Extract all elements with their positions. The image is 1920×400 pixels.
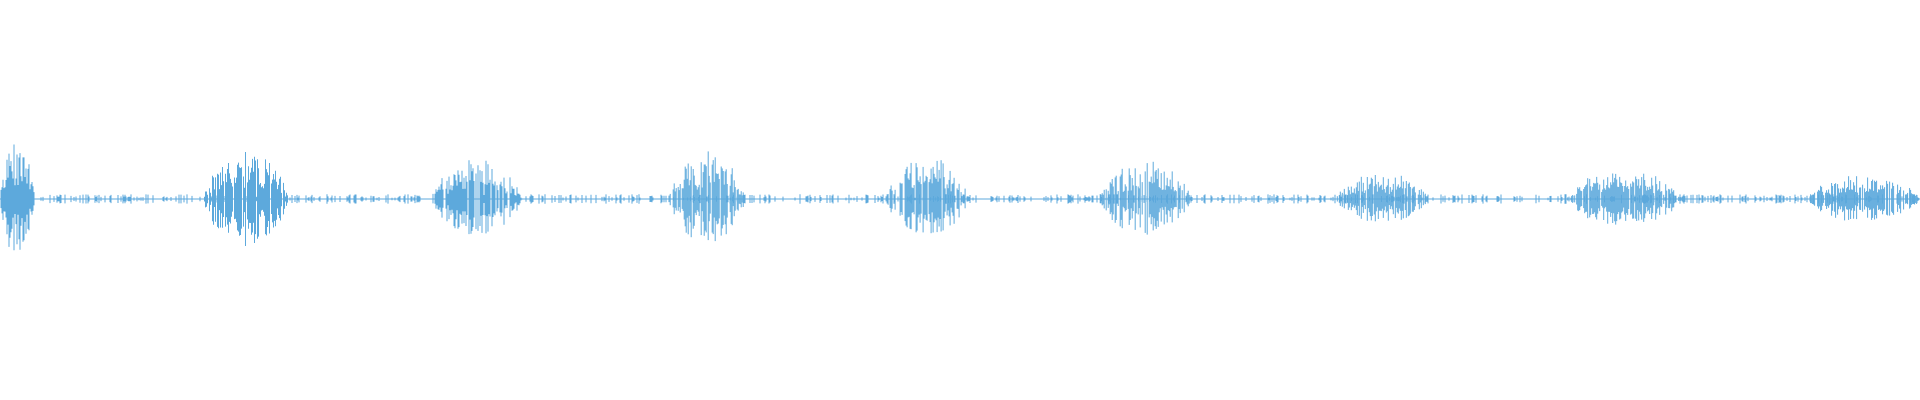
waveform-segment — [668, 151, 745, 242]
waveform-segment — [432, 160, 523, 235]
waveform-segment — [1810, 176, 1920, 221]
waveform-segment — [885, 160, 970, 234]
waveform-segment — [1567, 173, 1683, 225]
waveform-bars — [0, 144, 1920, 251]
waveform-segment — [1336, 175, 1429, 222]
waveform-segment — [1099, 161, 1191, 235]
waveform-segment — [0, 144, 35, 251]
waveform-segment — [204, 152, 288, 246]
